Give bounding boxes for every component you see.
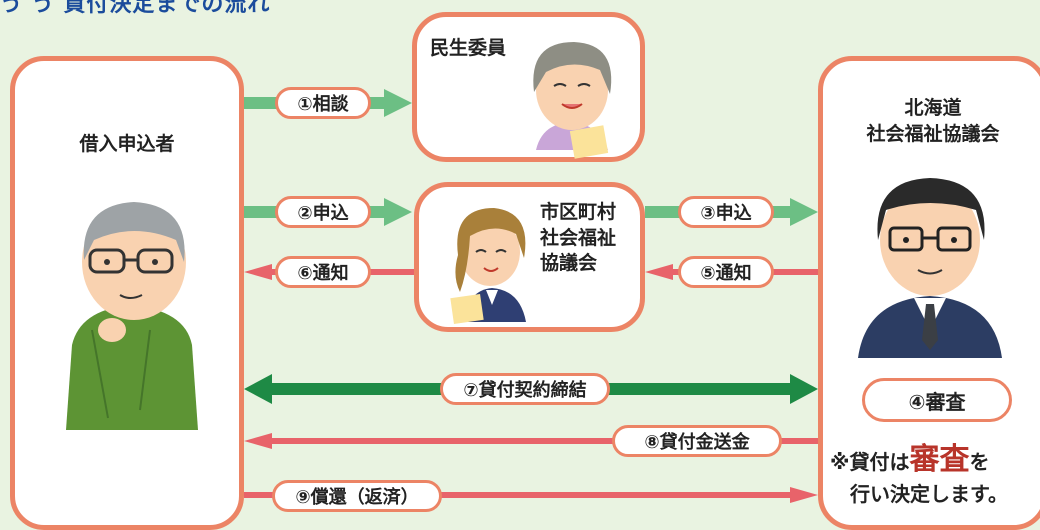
elderly-applicant-illustration	[66, 202, 198, 430]
municipal-staff-illustration	[450, 208, 526, 324]
step-8-loan-remittance: ⑧貸付金送金	[612, 425, 782, 457]
hokkaido-council-label: 北海道 社会福祉協議会	[866, 97, 1000, 145]
welfare-commissioner-label: 民生委員	[430, 37, 507, 59]
step-5-notice: ⑤通知	[678, 256, 774, 288]
step-6-notice: ⑥通知	[275, 256, 371, 288]
welfare-commissioner-illustration	[533, 42, 612, 159]
hokkaido-officer-illustration	[858, 178, 1002, 358]
step-2-application: ②申込	[275, 196, 371, 228]
step-4-screening: ④審査	[862, 378, 1012, 422]
note-suffix: を 行い決定します。	[849, 450, 1008, 506]
arrow-loan-remittance	[244, 433, 818, 449]
screening-note: ※貸付は審査を 行い決定します。	[830, 440, 1008, 508]
step-1-consultation: ①相談	[275, 87, 371, 119]
step-7-loan-contract: ⑦貸付契約締結	[440, 373, 610, 405]
step-9-repayment: ⑨償還（返済）	[272, 480, 442, 512]
municipal-council-label: 市区町村 社会福祉 協議会	[540, 201, 617, 275]
step-3-application: ③申込	[678, 196, 774, 228]
arrow-repayment	[244, 487, 818, 503]
note-emphasis: 審査	[909, 442, 970, 477]
note-prefix: ※貸付は	[830, 450, 910, 474]
applicant-label: 借入申込者	[79, 133, 175, 155]
page-title: う う 貸付決定までの流れ	[0, 0, 271, 17]
